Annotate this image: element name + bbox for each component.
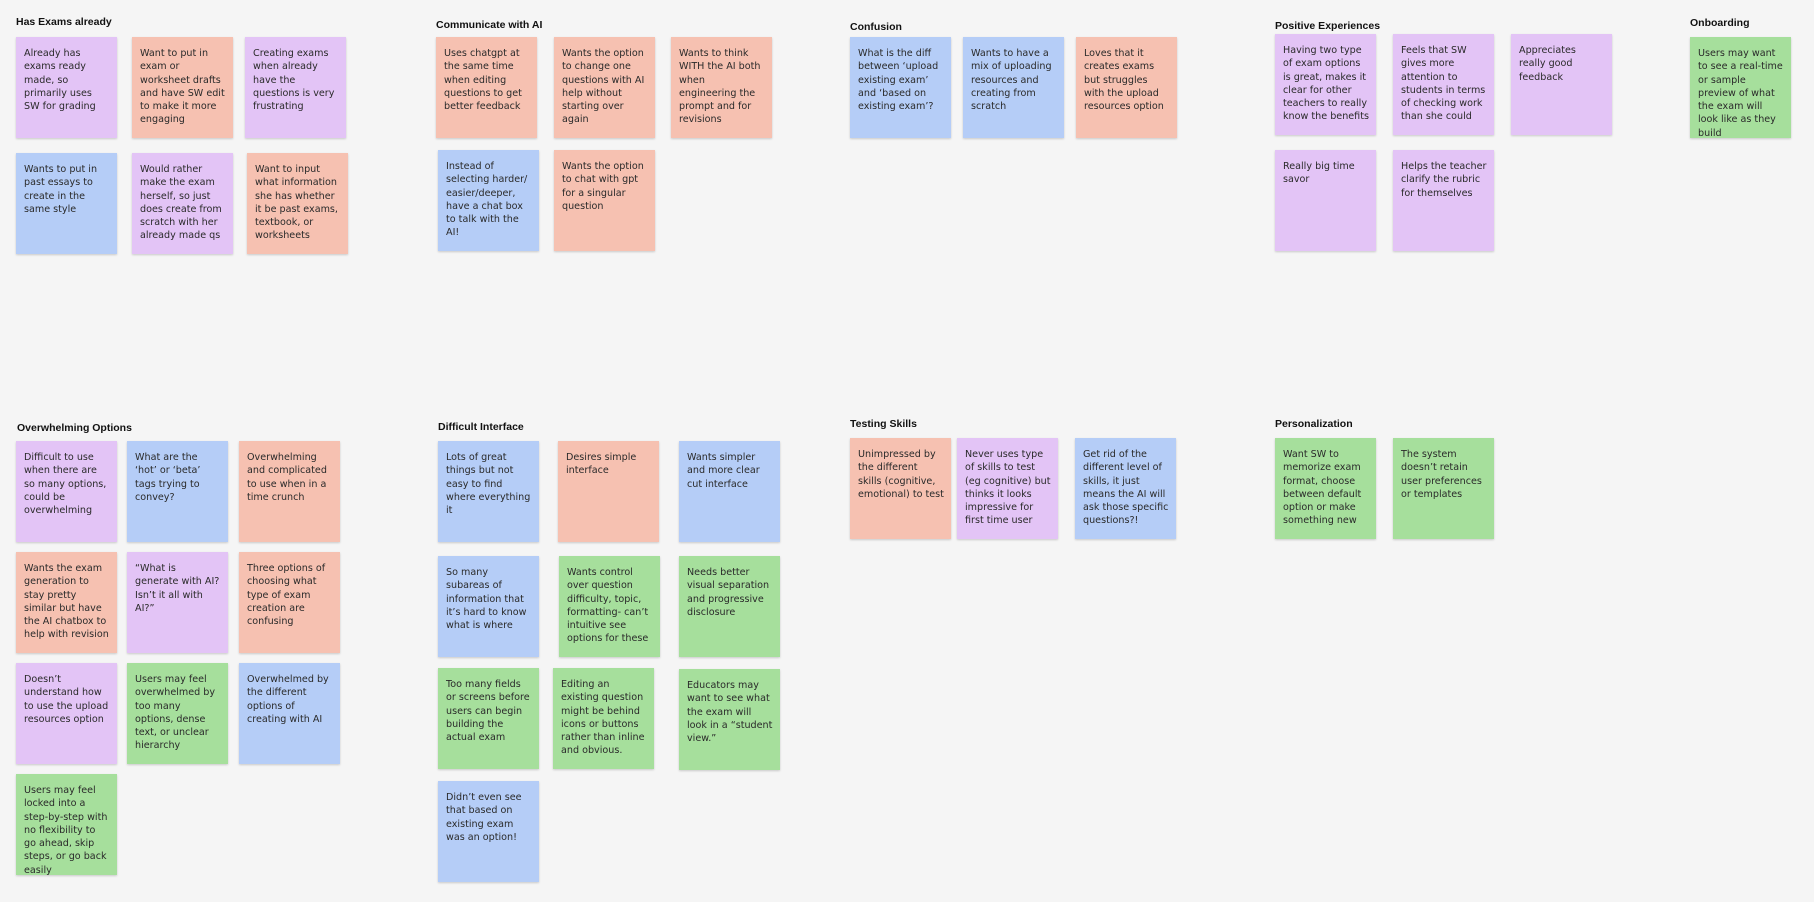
sticky-note[interactable]: Wants control over question difficulty, … (559, 556, 660, 657)
sticky-note[interactable]: Wants to put in past essays to create in… (16, 153, 117, 254)
sticky-note[interactable]: Users may feel locked into a step-by-ste… (16, 774, 117, 875)
sticky-note[interactable]: “What is generate with AI? Isn’t it all … (127, 552, 228, 653)
sticky-note[interactable]: Overwhelming and complicated to use when… (239, 441, 340, 542)
sticky-note[interactable]: Having two type of exam options is great… (1275, 34, 1376, 135)
cluster-title-has-exams: Has Exams already (16, 16, 112, 28)
sticky-note[interactable]: Loves that it creates exams but struggle… (1076, 37, 1177, 138)
sticky-note[interactable]: Users may want to see a real-time or sam… (1690, 37, 1791, 138)
sticky-note[interactable]: Wants to think WITH the AI both when eng… (671, 37, 772, 138)
cluster-title-difficult-interface: Difficult Interface (438, 421, 524, 433)
cluster-title-personalization: Personalization (1275, 418, 1353, 430)
sticky-note[interactable]: Desires simple interface (558, 441, 659, 542)
sticky-note[interactable]: Wants the option to change one questions… (554, 37, 655, 138)
sticky-note[interactable]: Never uses type of skills to test (eg co… (957, 438, 1058, 539)
sticky-note[interactable]: Difficult to use when there are so many … (16, 441, 117, 542)
sticky-note[interactable]: Already has exams ready made, so primari… (16, 37, 117, 138)
sticky-note[interactable]: Want to put in exam or worksheet drafts … (132, 37, 233, 138)
sticky-note[interactable]: Overwhelmed by the different options of … (239, 663, 340, 764)
sticky-note[interactable]: Helps the teacher clarify the rubric for… (1393, 150, 1494, 251)
cluster-title-positive-experiences: Positive Experiences (1275, 20, 1381, 32)
sticky-note[interactable]: Doesn’t understand how to use the upload… (16, 663, 117, 764)
cluster-title-testing-skills: Testing Skills (850, 418, 917, 430)
sticky-note[interactable]: What are the ‘hot’ or ‘beta’ tags trying… (127, 441, 228, 542)
sticky-note[interactable]: Feels that SW gives more attention to st… (1393, 34, 1494, 135)
sticky-note[interactable]: Too many fields or screens before users … (438, 668, 539, 769)
sticky-note[interactable]: Lots of great things but not easy to fin… (438, 441, 539, 542)
sticky-note[interactable]: Instead of selecting harder/ easier/deep… (438, 150, 539, 251)
cluster-title-onboarding: Onboarding (1690, 17, 1750, 29)
sticky-note[interactable]: Three options of choosing what type of e… (239, 552, 340, 653)
sticky-note[interactable]: Didn’t even see that based on existing e… (438, 781, 539, 882)
sticky-note[interactable]: Want to input what information she has w… (247, 153, 348, 254)
sticky-note[interactable]: Would rather make the exam herself, so j… (132, 153, 233, 254)
sticky-note[interactable]: Unimpressed by the different skills (cog… (850, 438, 951, 539)
sticky-note[interactable]: So many subareas of information that it’… (438, 556, 539, 657)
cluster-title-overwhelming-options: Overwhelming Options (17, 422, 132, 434)
sticky-note[interactable]: Want SW to memorize exam format, choose … (1275, 438, 1376, 539)
cluster-title-confusion: Confusion (850, 21, 902, 33)
sticky-note[interactable]: Wants the exam generation to stay pretty… (16, 552, 117, 653)
sticky-note[interactable]: Appreciates really good feedback (1511, 34, 1612, 135)
sticky-note[interactable]: What is the diff between ‘upload existin… (850, 37, 951, 138)
sticky-note[interactable]: Creating exams when already have the que… (245, 37, 346, 138)
sticky-note[interactable]: Really big time savor (1275, 150, 1376, 251)
sticky-note[interactable]: Wants to have a mix of uploading resourc… (963, 37, 1064, 138)
sticky-note[interactable]: Editing an existing question might be be… (553, 668, 654, 769)
sticky-note[interactable]: Needs better visual separation and progr… (679, 556, 780, 657)
sticky-note[interactable]: Wants simpler and more clear cut interfa… (679, 441, 780, 542)
cluster-title-communicate-ai: Communicate with AI (436, 19, 543, 31)
sticky-note[interactable]: Users may feel overwhelmed by too many o… (127, 663, 228, 764)
sticky-note[interactable]: The system doesn’t retain user preferenc… (1393, 438, 1494, 539)
sticky-note[interactable]: Get rid of the different level of skills… (1075, 438, 1176, 539)
sticky-note[interactable]: Uses chatgpt at the same time when editi… (436, 37, 537, 138)
sticky-note[interactable]: Wants the option to chat with gpt for a … (554, 150, 655, 251)
sticky-note[interactable]: Educators may want to see what the exam … (679, 669, 780, 770)
